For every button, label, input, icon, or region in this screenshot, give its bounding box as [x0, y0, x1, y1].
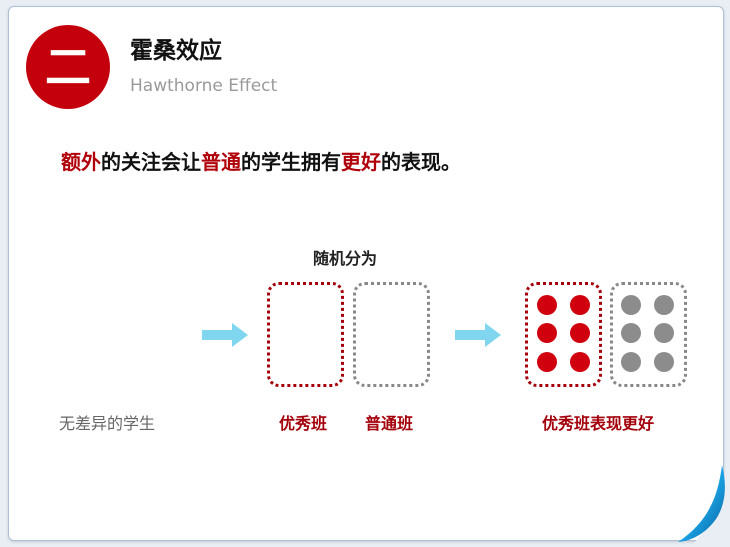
student-dot [570, 295, 590, 315]
normal-result-box [610, 282, 687, 387]
student-dot [570, 352, 590, 372]
elite-class-box [267, 282, 344, 387]
headline-part: 额外 [61, 150, 101, 174]
student-dot [654, 295, 674, 315]
normal-class-label: 普通班 [365, 414, 414, 433]
headline-part: 的表现。 [381, 150, 461, 174]
normal-class-box [353, 282, 430, 387]
student-dot [570, 323, 590, 343]
headline-part: 的学生拥有 [241, 150, 341, 174]
arrow-right-icon [202, 323, 248, 347]
headline-part: 更好 [341, 150, 381, 174]
undifferentiated-students-label: 无差异的学生 [59, 414, 156, 433]
elite-class-label: 优秀班 [279, 414, 328, 433]
page-title: 霍桑效应 [130, 38, 222, 64]
slide [8, 6, 724, 541]
student-dot [621, 295, 641, 315]
student-dot [654, 323, 674, 343]
student-dot [537, 352, 557, 372]
student-dot [537, 323, 557, 343]
student-dot [621, 323, 641, 343]
headline: 额外的关注会让普通的学生拥有更好的表现。 [61, 146, 461, 175]
random-split-label: 随机分为 [313, 249, 378, 268]
page-subtitle: Hawthorne Effect [130, 76, 278, 96]
student-dot [654, 352, 674, 372]
headline-part: 的关注会让 [101, 150, 201, 174]
result-label: 优秀班表现更好 [542, 414, 655, 433]
arrow-right-icon [455, 323, 501, 347]
student-dot [621, 352, 641, 372]
page-curl-decoration [678, 437, 730, 547]
student-dot [537, 295, 557, 315]
section-number-badge: 二 [26, 25, 110, 109]
elite-result-box [525, 282, 602, 387]
headline-part: 普通 [201, 150, 241, 174]
